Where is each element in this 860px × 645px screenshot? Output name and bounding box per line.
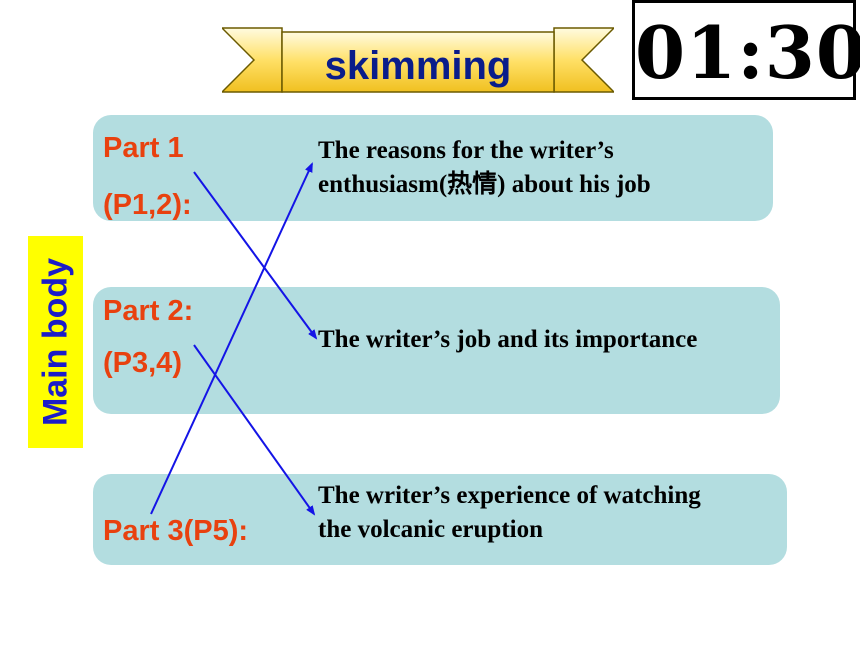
- description-2: The writer’s job and its importance: [318, 323, 697, 357]
- part-1-label: Part 1: [103, 132, 184, 164]
- panel-part-3: [93, 474, 787, 565]
- countdown-timer: 01:30: [632, 0, 860, 100]
- description-1: The reasons for the writer’s enthusiasm(…: [318, 134, 651, 202]
- side-label-box: Main body: [28, 236, 83, 448]
- description-2-line-1: The writer’s job and its importance: [318, 326, 698, 353]
- part-2-label: Part 2:: [103, 295, 194, 327]
- description-1-line-2: enthusiasm(热情) about his job: [318, 171, 651, 198]
- page-title: skimming: [324, 44, 512, 88]
- description-3-line-2: the volcanic eruption: [318, 516, 543, 543]
- description-1-line-1: The reasons for the writer’s: [318, 137, 614, 164]
- title-banner: skimming: [222, 26, 614, 94]
- description-3: The writer’s experience of watching the …: [318, 479, 701, 547]
- part-1-paragraphs: (P1,2):: [103, 189, 192, 221]
- part-3-label: Part 3(P5):: [103, 515, 249, 547]
- arrow-part-2: [193, 344, 316, 516]
- banner-ribbon: [222, 27, 614, 93]
- panel-part-1: [93, 115, 773, 221]
- part-2-paragraphs: (P3,4): [103, 347, 182, 379]
- arrow-part-3: [150, 162, 313, 515]
- description-3-line-1: The writer’s experience of watching: [318, 482, 701, 509]
- arrow-part-1: [193, 171, 318, 340]
